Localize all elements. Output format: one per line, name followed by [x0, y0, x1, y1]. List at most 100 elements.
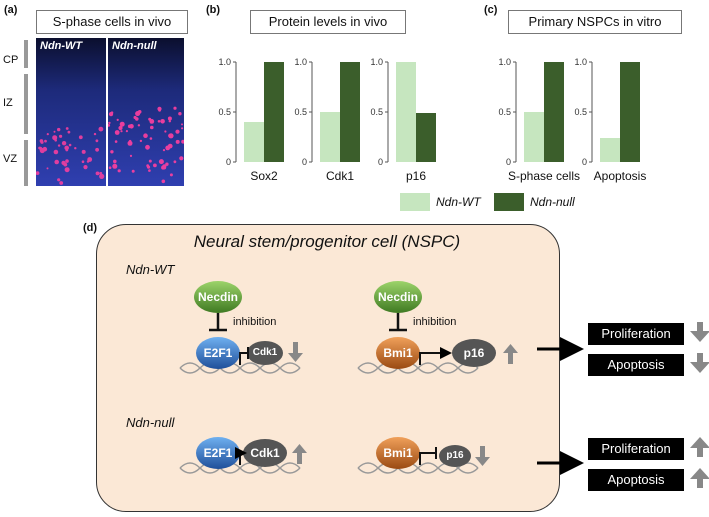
labeled-cell-dot	[53, 149, 59, 155]
labeled-cell-dot	[179, 156, 184, 161]
necdin-node-right	[374, 281, 422, 313]
bar-s-phase-cells-null	[544, 62, 564, 162]
labeled-cell-dot	[44, 139, 47, 143]
cdk1-label-null: Cdk1	[250, 446, 280, 460]
labeled-cell-dot	[81, 149, 86, 154]
micrograph-wt-label: Ndn-WT	[40, 40, 83, 52]
bmi1-block-p16-null	[419, 447, 437, 465]
x-label-p16: p16	[406, 169, 426, 183]
labeled-cell-dot	[38, 146, 43, 150]
labeled-cell-dot	[57, 178, 61, 182]
labeled-cell-dot	[117, 169, 121, 173]
necdin-node-left	[194, 281, 242, 313]
labeled-cell-dot	[64, 145, 69, 151]
labeled-cell-dot	[36, 171, 40, 175]
y-tick-label-s-phase-cells-1: 0.5	[498, 107, 511, 117]
micrograph-wt-image	[36, 38, 106, 186]
proliferation-box-null: Proliferation	[588, 438, 684, 460]
x-label-apoptosis: Apoptosis	[594, 169, 647, 183]
labeled-cell-dot	[161, 165, 166, 170]
labeled-cell-dot	[114, 140, 118, 143]
cdk1-label-wt: Cdk1	[252, 347, 278, 358]
labeled-cell-dot	[137, 124, 141, 127]
bmi1-label-null: Bmi1	[383, 446, 413, 460]
labeled-cell-dot	[175, 129, 180, 134]
layer-label-iz: IZ	[3, 97, 13, 109]
bmi1-activate-p16-wt	[419, 347, 452, 365]
labeled-cell-dot	[108, 112, 114, 117]
labeled-cell-dot	[98, 126, 104, 132]
labeled-cell-dot	[87, 157, 93, 162]
labeled-cell-dot	[175, 139, 180, 144]
bar-charts: 1.00.50Sox21.00.50Cdk11.00.50p161.00.50S…	[218, 57, 647, 183]
e2f1-label-wt: E2F1	[203, 346, 233, 360]
labeled-cell-dot	[118, 125, 123, 131]
labeled-cell-dot	[64, 167, 70, 173]
labeled-cell-dot	[65, 127, 69, 130]
labeled-cell-dot	[93, 132, 97, 136]
labeled-cell-dot	[61, 141, 67, 146]
labeled-cell-dot	[135, 117, 139, 121]
proliferation-down-arrow-wt	[690, 322, 709, 342]
y-tick-label-cdk1-1: 0.5	[294, 107, 307, 117]
labeled-cell-dot	[95, 147, 99, 152]
labeled-cell-dot	[61, 160, 66, 165]
labeled-cell-dot	[173, 160, 177, 164]
labeled-cell-dot	[127, 140, 133, 146]
cdk1-up-arrow-null	[292, 444, 307, 464]
micrograph-null	[108, 38, 184, 186]
labeled-cell-dot	[83, 165, 88, 170]
labeled-cell-dot	[95, 171, 100, 176]
layer-bar-cp	[24, 40, 28, 68]
x-label-cdk1: Cdk1	[326, 169, 354, 183]
labeled-cell-dot	[53, 130, 56, 133]
labeled-cell-dot	[74, 147, 77, 150]
y-tick-label-s-phase-cells-2: 0	[506, 157, 511, 167]
necdin-label-right: Necdin	[377, 290, 418, 304]
legend-label-wt: Ndn-WT	[436, 195, 481, 209]
cdk1-gene-wt	[247, 341, 283, 365]
y-tick-label-sox2-1: 0.5	[218, 107, 231, 117]
bmi1-label-wt: Bmi1	[383, 346, 413, 360]
labeled-cell-dot	[119, 121, 125, 127]
labeled-cell-dot	[57, 127, 61, 132]
labeled-cell-dot	[129, 154, 133, 157]
apoptosis-up-arrow-null	[690, 468, 709, 488]
dna-helix-null-left	[179, 462, 301, 474]
labeled-cell-dot	[113, 159, 117, 164]
labeled-cell-dot	[143, 133, 148, 138]
labeled-cell-dot	[150, 125, 154, 130]
labeled-cell-dot	[167, 143, 173, 149]
labeled-cell-dot	[161, 161, 164, 164]
bar-s-phase-cells-wt	[524, 112, 544, 162]
labeled-cell-dot	[148, 169, 151, 172]
labeled-cell-dot	[112, 163, 118, 169]
labeled-cell-dot	[54, 159, 59, 165]
bar-sox2-null	[264, 62, 284, 162]
bar-cdk1-wt	[320, 112, 340, 162]
labeled-cell-dot	[165, 162, 169, 166]
labeled-cell-dot	[59, 181, 64, 185]
labeled-cell-dot	[68, 143, 72, 147]
labeled-cell-dot	[129, 124, 134, 129]
inhibition-label-left: inhibition	[233, 316, 277, 328]
labeled-cell-dot	[52, 135, 58, 141]
labeled-cell-dot	[65, 159, 69, 163]
proliferation-box-wt: Proliferation	[588, 323, 684, 345]
labeled-cell-dot	[42, 146, 48, 152]
e2f1-node-null	[196, 437, 240, 469]
micrograph-wt	[36, 38, 106, 186]
labeled-cell-dot	[181, 123, 183, 126]
labeled-cell-dot	[108, 124, 111, 127]
y-tick-label-sox2-2: 0	[226, 157, 231, 167]
labeled-cell-dot	[160, 119, 165, 124]
labeled-cell-dot	[145, 144, 150, 150]
cdk1-gene-null	[243, 439, 287, 467]
legend-label-null: Ndn-null	[530, 195, 575, 209]
labeled-cell-dot	[181, 139, 184, 144]
bar-apoptosis-wt	[600, 138, 620, 162]
legend-swatch-wt	[400, 193, 430, 211]
proliferation-up-arrow-null	[690, 437, 709, 457]
labeled-cell-dot	[65, 148, 69, 152]
layer-bar-vz	[24, 140, 28, 186]
